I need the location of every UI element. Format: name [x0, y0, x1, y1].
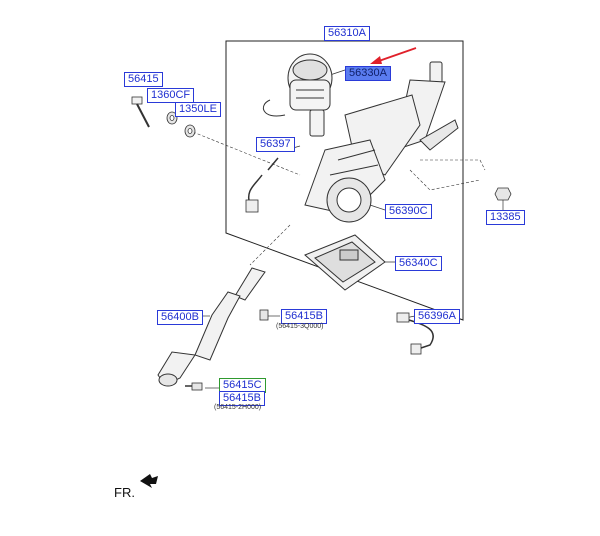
sensor-56396a	[396, 312, 434, 355]
label-56415b-upper[interactable]: 56415B	[281, 309, 327, 324]
nut-13385	[494, 187, 512, 201]
note-56415c: (56415-2H000)	[214, 404, 262, 411]
nut-1350le	[184, 124, 196, 138]
bolt-56415b	[259, 309, 269, 321]
red-arrow	[370, 47, 417, 64]
fr-arrow-icon	[140, 474, 158, 488]
solid-leaders	[200, 69, 504, 389]
label-56330a[interactable]: 56330A	[345, 66, 391, 81]
steering-column	[304, 61, 459, 223]
bolt-56415c	[185, 382, 203, 391]
orientation-label: FR.	[114, 485, 135, 500]
shaft-56400b	[157, 267, 266, 387]
label-1360cf[interactable]: 1360CF	[147, 88, 195, 103]
note-56415b: (56415-3Q000)	[276, 323, 324, 330]
motor-56330a	[262, 53, 333, 137]
label-56340c[interactable]: 56340C	[395, 256, 442, 271]
leader-lines	[192, 131, 486, 266]
label-56400b[interactable]: 56400B	[157, 310, 203, 325]
label-1350le[interactable]: 1350LE	[175, 102, 221, 117]
label-56396a[interactable]: 56396A	[414, 309, 460, 324]
label-13385[interactable]: 13385	[486, 210, 525, 225]
label-56415c[interactable]: 56415C	[219, 378, 266, 393]
assembly-frame	[225, 40, 464, 321]
label-56415b-lower[interactable]: 56415B	[219, 391, 265, 406]
ecu-56340c	[304, 234, 386, 291]
label-56310a[interactable]: 56310A	[324, 26, 370, 41]
label-56415[interactable]: 56415	[124, 72, 163, 87]
label-56397[interactable]: 56397	[256, 137, 295, 152]
label-56390c[interactable]: 56390C	[385, 204, 432, 219]
washer-1360cf	[166, 111, 178, 125]
harness-56397	[245, 157, 279, 213]
bolt-56415	[131, 96, 150, 128]
